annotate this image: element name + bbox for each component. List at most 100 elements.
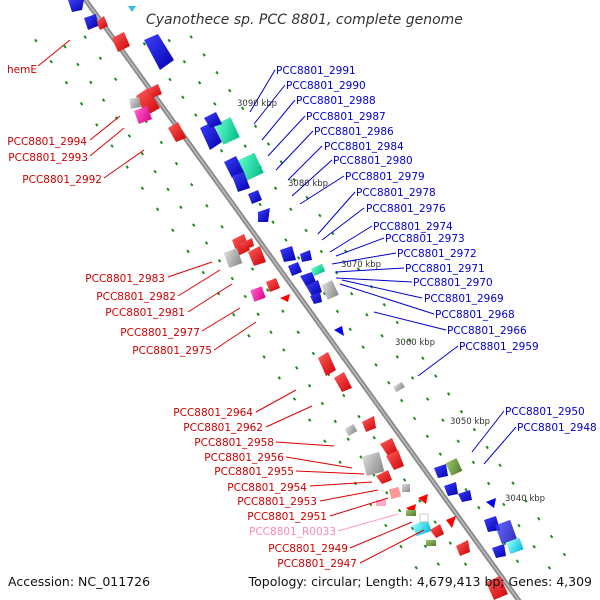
gene-label-2951[interactable]: PCC8801_2951 <box>247 511 327 523</box>
gene-label-2948[interactable]: PCC8801_2948 <box>517 422 597 434</box>
gene-label-2947[interactable]: PCC8801_2947 <box>277 558 357 570</box>
gene-label-2977[interactable]: PCC8801_2977 <box>120 327 200 339</box>
gene-arrow[interactable] <box>200 122 222 150</box>
gene-arrow[interactable] <box>334 372 352 392</box>
gene-arrow[interactable] <box>146 84 162 98</box>
gene-label-2978[interactable]: PCC8801_2978 <box>356 187 436 199</box>
gene-label-2981[interactable]: PCC8801_2981 <box>105 307 185 319</box>
gene-block[interactable] <box>419 513 429 523</box>
gene-label-2949[interactable]: PCC8801_2949 <box>268 543 348 555</box>
gene-arrow[interactable] <box>168 122 186 142</box>
gene-label-2988[interactable]: PCC8801_2988 <box>296 95 376 107</box>
gene-label-2976[interactable]: PCC8801_2976 <box>366 203 446 215</box>
gene-label-2990[interactable]: PCC8801_2990 <box>286 80 366 92</box>
gene-arrow[interactable] <box>300 250 312 262</box>
gene-arrow[interactable] <box>144 34 174 70</box>
gene-arrow[interactable] <box>248 190 262 204</box>
gene-arrow[interactable] <box>418 494 428 504</box>
gene-arrow[interactable] <box>318 352 336 376</box>
gene-block[interactable] <box>310 263 326 277</box>
gene-arrow[interactable] <box>444 482 458 496</box>
gene-arrow[interactable] <box>204 112 222 128</box>
gene-arrow[interactable] <box>456 540 470 556</box>
gene-arrow[interactable] <box>376 470 392 484</box>
gene-label-2991[interactable]: PCC8801_2991 <box>276 65 356 77</box>
gene-arrow[interactable] <box>446 516 456 528</box>
gene-block[interactable] <box>388 486 402 500</box>
gene-arrow[interactable] <box>68 0 84 12</box>
gene-arrow[interactable] <box>300 272 316 286</box>
gene-arrow[interactable] <box>128 6 136 12</box>
gene-label-2972[interactable]: PCC8801_2972 <box>397 248 477 260</box>
gene-block[interactable] <box>376 500 386 506</box>
gene-block[interactable] <box>506 537 524 555</box>
gene-arrow[interactable] <box>96 16 108 30</box>
gene-label-R0033[interactable]: PCC8801_R0033 <box>249 526 336 538</box>
gene-label-2980[interactable]: PCC8801_2980 <box>333 155 413 167</box>
gene-arrow[interactable] <box>112 32 130 52</box>
gene-arrow[interactable] <box>484 516 500 532</box>
gene-block[interactable] <box>412 519 432 537</box>
gene-label-2955[interactable]: PCC8801_2955 <box>214 466 294 478</box>
gene-arrow[interactable] <box>486 498 496 508</box>
gene-arrow[interactable] <box>258 208 270 222</box>
gene-arrow[interactable] <box>232 172 250 192</box>
gene-label-2987[interactable]: PCC8801_2987 <box>306 111 386 123</box>
gene-block[interactable] <box>445 458 463 476</box>
gene-arrow[interactable] <box>386 450 404 470</box>
gene-arrow[interactable] <box>306 280 322 296</box>
gene-block[interactable] <box>250 286 266 302</box>
gene-arrow[interactable] <box>430 524 444 538</box>
gene-label-2950[interactable]: PCC8801_2950 <box>505 406 585 418</box>
gene-label-2979[interactable]: PCC8801_2979 <box>345 171 425 183</box>
gene-arrow[interactable] <box>136 88 160 116</box>
gene-label-2962[interactable]: PCC8801_2962 <box>183 422 263 434</box>
gene-label-2969[interactable]: PCC8801_2969 <box>424 293 504 305</box>
gene-label-2994[interactable]: PCC8801_2994 <box>7 136 87 148</box>
gene-label-2992[interactable]: PCC8801_2992 <box>22 174 102 186</box>
gene-block[interactable] <box>495 519 517 545</box>
gene-label-2984[interactable]: PCC8801_2984 <box>324 141 404 153</box>
gene-arrow[interactable] <box>248 246 266 266</box>
gene-arrow[interactable] <box>84 14 98 30</box>
gene-label-hemE[interactable]: hemE <box>7 64 37 76</box>
gene-arrow[interactable] <box>280 294 290 302</box>
gene-block[interactable] <box>321 280 339 300</box>
gene-block[interactable] <box>426 540 436 546</box>
gene-block[interactable] <box>406 510 416 516</box>
gene-label-2986[interactable]: PCC8801_2986 <box>314 126 394 138</box>
gene-label-2954[interactable]: PCC8801_2954 <box>227 482 307 494</box>
gene-arrow[interactable] <box>224 156 244 178</box>
gene-block[interactable] <box>344 424 358 436</box>
gene-label-2953[interactable]: PCC8801_2953 <box>237 496 317 508</box>
gene-label-2974[interactable]: PCC8801_2974 <box>373 221 453 233</box>
gene-label-2975[interactable]: PCC8801_2975 <box>132 345 212 357</box>
gene-label-2993[interactable]: PCC8801_2993 <box>8 152 88 164</box>
gene-arrow[interactable] <box>362 416 376 432</box>
gene-label-2956[interactable]: PCC8801_2956 <box>204 452 284 464</box>
gene-label-2982[interactable]: PCC8801_2982 <box>96 291 176 303</box>
gene-block[interactable] <box>402 484 410 492</box>
gene-block[interactable] <box>393 381 405 393</box>
gene-label-2968[interactable]: PCC8801_2968 <box>435 309 515 321</box>
gene-arrow[interactable] <box>334 326 344 336</box>
gene-label-2958[interactable]: PCC8801_2958 <box>194 437 274 449</box>
gene-label-2966[interactable]: PCC8801_2966 <box>447 325 527 337</box>
gene-arrow[interactable] <box>280 246 296 262</box>
gene-block[interactable] <box>129 97 141 109</box>
gene-arrow[interactable] <box>240 238 254 250</box>
gene-arrow[interactable] <box>266 278 280 292</box>
gene-arrow[interactable] <box>492 544 506 558</box>
gene-label-2959[interactable]: PCC8801_2959 <box>459 341 539 353</box>
gene-label-2973[interactable]: PCC8801_2973 <box>385 233 465 245</box>
gene-block[interactable] <box>134 106 152 124</box>
gene-label-2983[interactable]: PCC8801_2983 <box>85 273 165 285</box>
gene-block[interactable] <box>223 248 243 268</box>
gene-arrow[interactable] <box>310 292 322 304</box>
gene-block[interactable] <box>361 452 385 476</box>
gene-arrow[interactable] <box>380 438 398 456</box>
gene-label-2971[interactable]: PCC8801_2971 <box>405 263 485 275</box>
gene-arrow[interactable] <box>288 262 302 276</box>
gene-label-2964[interactable]: PCC8801_2964 <box>173 407 253 419</box>
gene-label-2970[interactable]: PCC8801_2970 <box>413 277 493 289</box>
